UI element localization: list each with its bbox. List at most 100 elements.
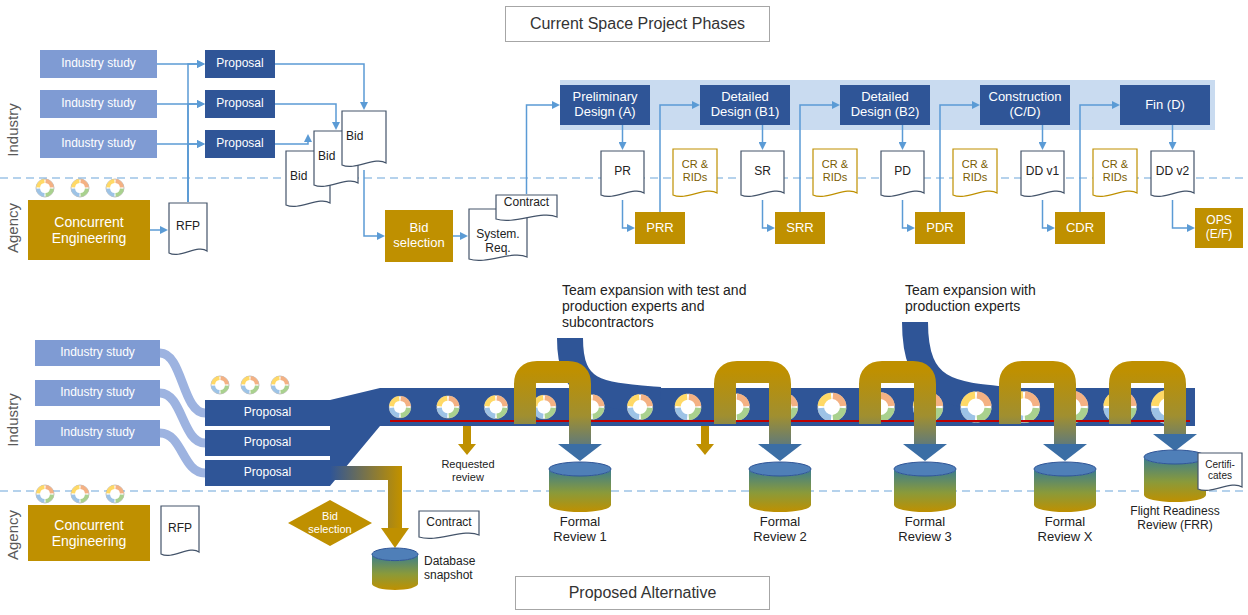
flow-arrow — [150, 229, 160, 231]
industry-study-box: Industry study — [35, 380, 160, 406]
flow-arrow — [275, 104, 336, 122]
document-outline — [342, 111, 386, 166]
node-text: Formal Review 3 — [885, 515, 965, 545]
node-text: PR — [603, 165, 642, 179]
ring-base — [818, 393, 847, 422]
node-text: Construction (C/D) — [983, 90, 1067, 120]
document-outline — [419, 511, 479, 538]
ring-segment — [593, 395, 605, 407]
node-text: Proposal — [208, 466, 327, 480]
ring-segment — [250, 385, 259, 394]
ring-base — [271, 376, 289, 394]
method-ring-icon — [211, 376, 229, 394]
ring-segment — [45, 494, 54, 503]
node-text: CR & RIDs — [955, 158, 995, 183]
flow-arrow — [1042, 125, 1044, 142]
text-area: Database snapshot — [424, 548, 512, 590]
phase-band — [560, 80, 1215, 130]
proposal-box: Proposal — [205, 50, 275, 78]
industry-study-box: Industry study — [40, 90, 157, 118]
document-shape: PR — [600, 150, 645, 200]
ring-segment — [115, 485, 124, 494]
database-cylinder: Database snapshot — [372, 548, 512, 590]
phase-box: Construction (C/D) — [980, 85, 1070, 125]
ring-segment — [833, 408, 847, 422]
document-outline — [496, 195, 557, 220]
ring-segment — [220, 385, 229, 394]
ring-segment — [449, 396, 460, 407]
text-area: PD — [880, 151, 925, 193]
text-area: CR & RIDs — [812, 149, 858, 193]
method-ring-icon — [71, 485, 89, 503]
ring-segment — [449, 408, 460, 419]
agency-box: SRR — [775, 212, 825, 244]
ring-segment — [545, 395, 557, 407]
document-shape: DD v2 — [1150, 150, 1195, 200]
node-text: Flight Readiness Review (FRR) — [1125, 505, 1225, 533]
text-area: Formal Review X — [1025, 515, 1105, 554]
industry-study-box: Industry study — [40, 130, 157, 158]
flow-arrow — [763, 200, 768, 228]
text-area: CR & RIDs — [1092, 149, 1138, 193]
text-area: Concurrent Engineering — [28, 200, 150, 260]
document-outline — [1198, 453, 1242, 490]
ring-segment — [593, 408, 605, 420]
ring-base — [71, 179, 89, 197]
text-area: Fin (D) — [1120, 85, 1210, 125]
ring-segment — [737, 393, 750, 406]
ring-segment — [818, 393, 832, 407]
ring-segment — [1025, 391, 1040, 406]
text-area: RFP — [168, 203, 208, 251]
flow-arrow — [188, 64, 197, 202]
caption-text: Proposed Alternative — [569, 584, 717, 602]
document-outline — [1151, 151, 1194, 196]
agency-box: PRR — [635, 212, 685, 244]
ring-segment — [106, 494, 115, 503]
document-outline — [1021, 151, 1064, 196]
flow-arrow — [623, 200, 628, 228]
ring-segment — [115, 494, 124, 503]
flow-arrow — [275, 142, 308, 144]
ring-segment — [36, 179, 45, 188]
flow-arrow — [902, 125, 904, 142]
phase-box: Fin (D) — [1120, 85, 1210, 125]
ring-segment — [833, 393, 847, 407]
ring-base — [71, 485, 89, 503]
ring-base — [389, 396, 411, 418]
node-text: Formal Review 1 — [540, 515, 620, 545]
cylinder-top — [1144, 450, 1206, 464]
method-ring-icon — [818, 393, 847, 422]
node-text: Proposal — [208, 436, 327, 450]
ring-segment — [977, 392, 992, 407]
annotation-text: Requested review — [435, 458, 501, 488]
agency-box: Bid selection — [385, 210, 453, 262]
review-document: CR & RIDs — [952, 148, 998, 200]
text-area: Preliminary Design (A) — [560, 85, 650, 125]
ring-segment — [80, 179, 89, 188]
review-document: CR & RIDs — [672, 148, 718, 200]
proposal-box: Proposal — [205, 130, 275, 158]
document-outline — [161, 506, 199, 555]
node-text: PD — [883, 165, 922, 179]
text-area: RFP — [160, 506, 200, 552]
node-text: SR — [743, 165, 782, 179]
text-area: Formal Review 2 — [740, 515, 820, 554]
ring-segment — [737, 408, 750, 421]
ring-segment — [106, 179, 115, 188]
text-area: DD v2 — [1150, 151, 1195, 193]
title-box: Current Space Project Phases — [505, 6, 770, 42]
ring-segment — [641, 408, 653, 420]
document-outline — [881, 151, 924, 196]
flow-arrow — [762, 125, 764, 142]
text-area: Detailed Design (B1) — [700, 85, 790, 125]
ring-segment — [271, 376, 280, 385]
industry-study-box: Industry study — [35, 340, 160, 366]
ring-segment — [250, 376, 259, 385]
ring-segment — [71, 179, 80, 188]
text-area: Formal Review 1 — [540, 515, 620, 554]
study-band — [160, 353, 205, 413]
node-text: CR & RIDs — [815, 158, 855, 183]
node-text: Industry study — [38, 386, 157, 400]
text-area: Contract — [418, 511, 480, 535]
lane-label: Agency — [4, 183, 24, 273]
